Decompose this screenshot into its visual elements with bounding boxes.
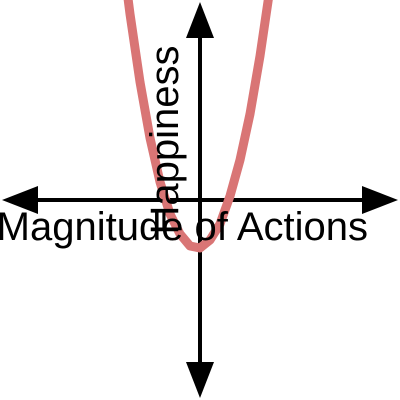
series-layer	[123, 0, 273, 253]
x-axis-left-arrow	[2, 186, 38, 214]
y-axis-label: Happiness	[143, 45, 187, 234]
x-axis-right-arrow	[362, 186, 398, 214]
y-axis-bottom-arrow	[186, 362, 214, 398]
x-axis-label: Magnitude of Actions	[0, 205, 368, 249]
series-line-0	[123, 0, 273, 253]
y-axis-top-arrow	[186, 2, 214, 38]
